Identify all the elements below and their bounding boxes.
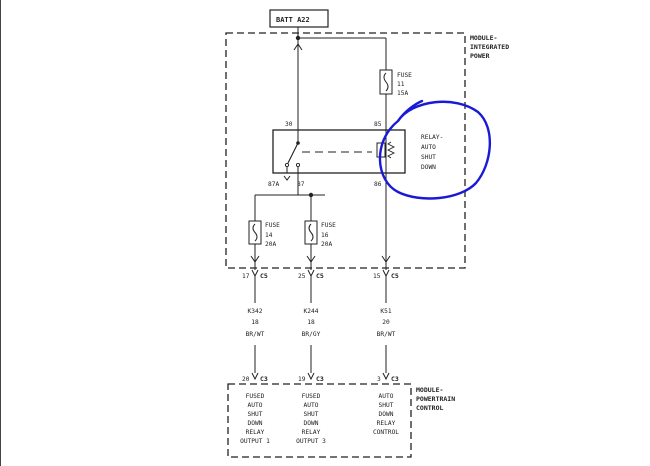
fuse11-label-2: 11 xyxy=(397,81,405,88)
c5-mid-label: C5 xyxy=(316,272,324,280)
arrow-pin86 xyxy=(381,255,391,263)
c3-mid-num: 19 xyxy=(298,376,306,383)
pcm-left-line-5: RELAY xyxy=(246,429,265,436)
fuse16-label-2: 16 xyxy=(321,232,329,239)
pcm-mid-line-2: AUTO xyxy=(304,402,319,409)
wire-left-circuit: K342 xyxy=(248,308,263,315)
fuse14-label-3: 20A xyxy=(265,241,276,248)
fuse11-element-icon xyxy=(383,72,389,92)
fuse11-label-1: FUSE xyxy=(397,72,412,79)
c5-left-label: C5 xyxy=(260,272,268,280)
annotation-circle xyxy=(378,99,491,200)
pin-85-label: 85 xyxy=(374,121,382,128)
pcm-left-line-4: DOWN xyxy=(248,420,263,427)
pcm-label-2: POWERTRAIN xyxy=(416,395,455,403)
c5-mid-terminal xyxy=(307,269,315,278)
c3-left-num: 20 xyxy=(242,376,250,383)
pcm-right-line-3: DOWN xyxy=(379,411,394,418)
page-left-border xyxy=(0,0,1,466)
c5-left-num: 17 xyxy=(242,273,250,280)
batt-box xyxy=(269,9,329,28)
pcm-right-line-2: SHUT xyxy=(379,402,394,409)
relay-box xyxy=(272,129,406,174)
fuse11-label-3: 15A xyxy=(397,90,408,97)
pin-30-label: 30 xyxy=(285,121,293,128)
ipm-label-1: MODULE- xyxy=(470,34,497,42)
wire-mid-gauge: 18 xyxy=(307,319,315,326)
c3-left-terminal xyxy=(251,372,259,381)
pcm-mid-line-3: SHUT xyxy=(304,411,319,418)
pcm-right-line-4: RELAY xyxy=(377,420,396,427)
pcm-label-3: CONTROL xyxy=(416,404,443,412)
relay-switch-arm xyxy=(287,142,299,164)
pcm-left-line-2: AUTO xyxy=(248,402,263,409)
pcm-left-line-1: FUSED xyxy=(246,393,265,400)
pcm-mid-line-4: DOWN xyxy=(304,420,319,427)
wire-right-circuit: K51 xyxy=(380,308,391,315)
pin-86-label: 86 xyxy=(374,181,382,188)
c3-left-label: C3 xyxy=(260,375,268,383)
c3-mid-terminal xyxy=(307,372,315,381)
c5-mid-num: 25 xyxy=(298,273,306,280)
arrow-fuse14 xyxy=(250,255,260,263)
batt-label: BATT A22 xyxy=(276,16,310,24)
fuse14-label-1: FUSE xyxy=(265,222,280,229)
pcm-left-line-6: OUTPUT 1 xyxy=(240,438,270,445)
pcm-mid-line-1: FUSED xyxy=(302,393,321,400)
arrow-up-pin30 xyxy=(293,43,303,51)
wire-mid-circuit: K244 xyxy=(304,308,319,315)
ipm-box xyxy=(225,32,466,269)
relay-contact-87 xyxy=(295,162,301,168)
fuse16-label-3: 20A xyxy=(321,241,332,248)
ipm-label-2: INTEGRATED xyxy=(470,43,509,51)
pin-87-label: 87 xyxy=(297,181,305,188)
relay-label-3: SHUT xyxy=(421,154,436,161)
fuse16-label-1: FUSE xyxy=(321,222,336,229)
pcm-right-line-1: AUTO xyxy=(379,393,394,400)
pcm-right-line-5: CONTROL xyxy=(373,429,399,436)
c3-right-label: C3 xyxy=(391,375,399,383)
pcm-mid-line-6: OUTPUT 3 xyxy=(296,438,326,445)
pcm-mid-line-5: RELAY xyxy=(302,429,321,436)
fuse14-label-2: 14 xyxy=(265,232,273,239)
pcm-box xyxy=(227,383,412,458)
c5-right-num: 15 xyxy=(373,273,381,280)
wire-left-color: BR/WT xyxy=(246,331,265,338)
c3-right-num: 3 xyxy=(377,376,381,383)
relay-label-2: AUTO xyxy=(421,144,436,151)
pin-87a-label: 87A xyxy=(268,181,279,188)
relay-resistor-icon xyxy=(386,141,396,159)
wire-left-gauge: 18 xyxy=(251,319,259,326)
c3-right-terminal xyxy=(382,372,390,381)
arrow-fuse16 xyxy=(306,255,316,263)
relay-label-4: DOWN xyxy=(421,164,436,171)
wire-right-gauge: 20 xyxy=(382,319,390,326)
pcm-label-1: MODULE- xyxy=(416,386,443,394)
arrow-87a xyxy=(283,175,291,181)
fuse16-element-icon xyxy=(308,223,314,242)
wire-mid-color: BR/GY xyxy=(302,331,321,338)
relay-label-1: RELAY- xyxy=(421,134,443,141)
wire-right-color: BR/WT xyxy=(377,331,396,338)
c3-mid-label: C3 xyxy=(316,375,324,383)
c5-left-terminal xyxy=(251,269,259,278)
c5-right-terminal xyxy=(382,269,390,278)
relay-contact-87a xyxy=(284,162,290,168)
pcm-left-line-3: SHUT xyxy=(248,411,263,418)
c5-right-label: C5 xyxy=(391,272,399,280)
ipm-label-3: POWER xyxy=(470,52,490,60)
fuse14-element-icon xyxy=(252,223,258,242)
